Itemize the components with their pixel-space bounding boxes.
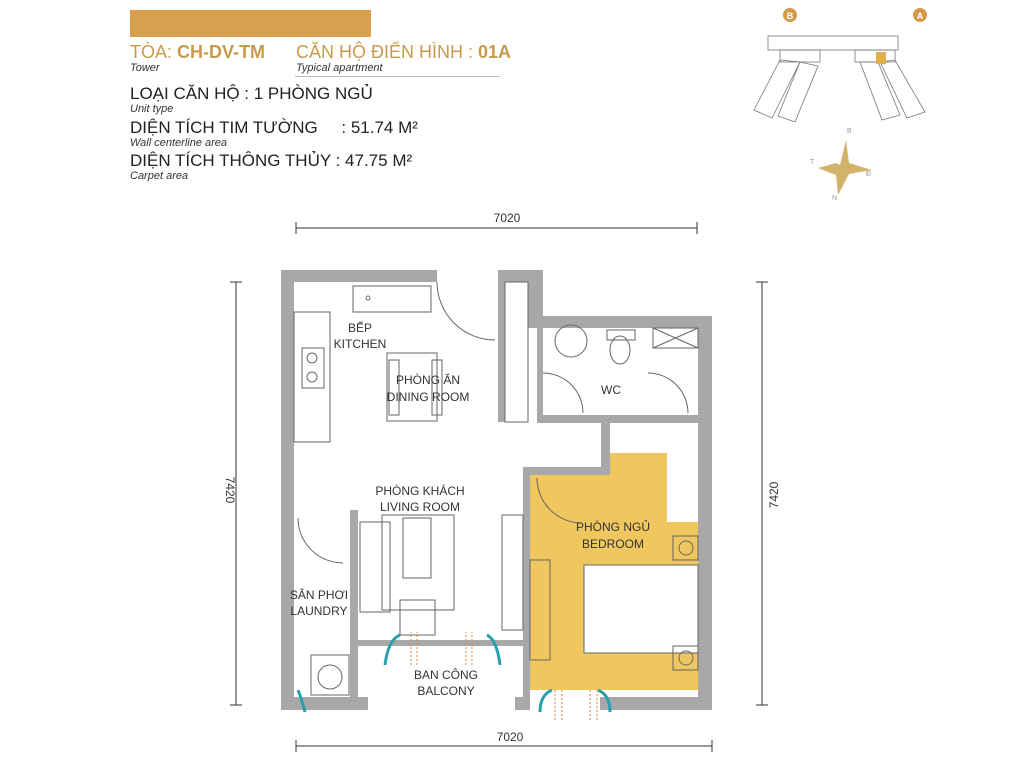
tv-cabinet (501, 514, 524, 631)
header-divider (295, 76, 500, 77)
compass-e: Đ (866, 171, 871, 178)
toilet (609, 335, 631, 365)
walls (281, 270, 712, 710)
unit-type-sub: Unit type (130, 103, 174, 115)
dining-label-vi: PHÒNG ĂN (396, 372, 460, 387)
tower-sub: Tower (130, 62, 160, 74)
tower-label: TÒA: CH-DV-TM (130, 42, 265, 63)
kitchen-label-vi: BẾP (348, 320, 372, 335)
block-a-label: A (917, 11, 924, 21)
apartment-label: CĂN HỘ ĐIỂN HÌNH : 01A (296, 42, 511, 63)
dining-table (386, 352, 438, 422)
bedroom-door-swing (536, 477, 583, 524)
dimension-right: 7420 (767, 481, 781, 508)
laundry-label-vi: SÂN PHƠI (290, 587, 348, 602)
armchair (399, 599, 436, 636)
balcony-label-vi: BAN CÔNG (414, 667, 478, 682)
apartment-label-text: CĂN HỘ ĐIỂN HÌNH : (296, 42, 474, 62)
dimension-bottom: 7020 (497, 730, 524, 744)
compass-w: T (810, 159, 815, 166)
wardrobe (529, 559, 551, 661)
wall-area-sub: Wall centerline area (130, 137, 228, 149)
washbasin (554, 324, 588, 358)
laundry-label-en: LAUNDRY (290, 604, 347, 618)
coffee-table (402, 517, 432, 579)
wc-label: WC (601, 383, 621, 397)
dining-label-en: DINING ROOM (387, 390, 470, 404)
apartment-value: 01A (478, 42, 512, 62)
furniture (293, 281, 699, 696)
entrance-door-swing (436, 281, 496, 341)
carpet-area: DIỆN TÍCH THÔNG THỦY : 47.75 M² (130, 151, 413, 170)
compass-n: B (847, 128, 852, 135)
kitchen-sink (352, 285, 432, 313)
compass-s: N (832, 195, 837, 202)
header-accent-bar (130, 10, 371, 37)
light-arrows (410, 632, 598, 720)
bed (583, 564, 699, 654)
laundry-door-swing (297, 517, 344, 564)
key-plan (753, 8, 927, 123)
block-a-badge (913, 8, 927, 22)
kitchen-label-en: KITCHEN (334, 337, 387, 351)
living-label-en: LIVING ROOM (380, 500, 460, 514)
carpet-area-sub: Carpet area (130, 170, 189, 182)
apartment-sub: Typical apartment (296, 62, 383, 74)
dimension-lines (230, 222, 768, 752)
nightstand (672, 535, 699, 561)
washing-machine (310, 654, 350, 696)
balcony-label-en: BALCONY (417, 684, 474, 698)
sofa (359, 521, 391, 613)
sink-drain (365, 295, 371, 301)
bedroom-label-vi: PHÒNG NGỦ (576, 519, 650, 534)
wc-door-swing (542, 372, 584, 414)
dimension-top: 7020 (494, 211, 521, 225)
ventilation-arrows (296, 633, 612, 713)
tower-label-text: TÒA: (130, 42, 173, 62)
bedroom-label-en: BEDROOM (582, 537, 644, 551)
block-b-badge (783, 8, 797, 22)
block-b-label: B (787, 11, 794, 21)
shower (652, 327, 699, 349)
compass-icon: B N Đ T (810, 128, 872, 202)
stove (301, 347, 325, 389)
living-label-vi: PHÒNG KHÁCH (375, 483, 464, 498)
wall-area: DIỆN TÍCH TIM TƯỜNG : 51.74 M² (130, 118, 418, 137)
current-unit-marker (876, 52, 886, 64)
unit-type: LOẠI CĂN HỘ : 1 PHÒNG NGỦ (130, 84, 373, 103)
tower-value: CH-DV-TM (177, 42, 266, 62)
dimension-left: 7420 (223, 477, 237, 504)
